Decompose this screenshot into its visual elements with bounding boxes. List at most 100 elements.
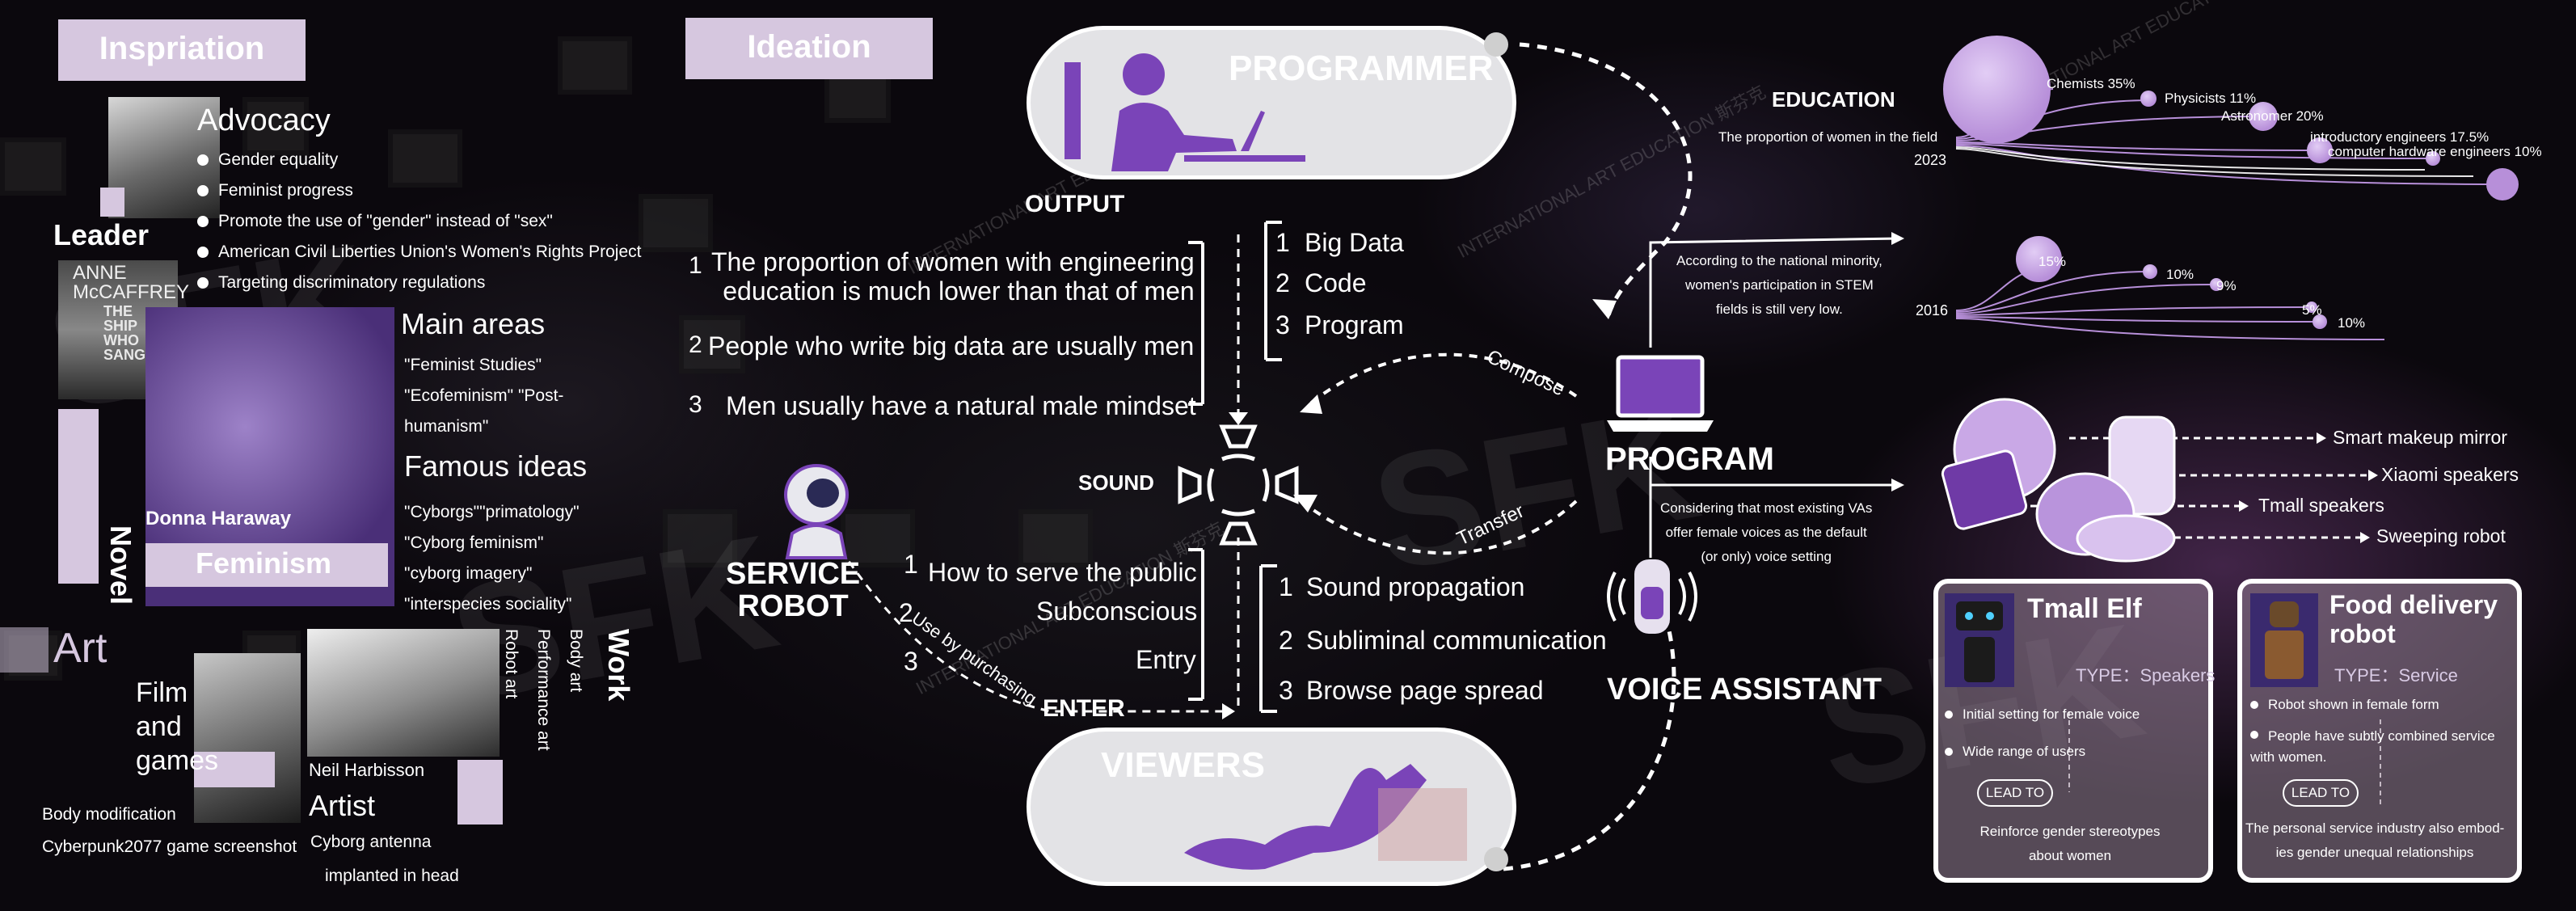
tmall-result: Reinforce gender stereotypes about women	[1979, 824, 2161, 863]
edu-label-2016: 10%	[2338, 315, 2366, 331]
education-bubble	[2143, 264, 2157, 279]
viewers-illustration	[1184, 764, 1467, 870]
enter-item: How to serve the public	[928, 558, 1197, 587]
advocacy-item: Targeting discriminatory regulations	[197, 273, 485, 293]
accent-block	[457, 760, 503, 825]
year-2016: 2016	[1916, 302, 1949, 318]
enter-num: 3	[904, 647, 918, 676]
output-item: The proportion of women with engineering…	[711, 247, 1195, 306]
enter-label: ENTER	[1043, 695, 1125, 722]
tmall-bullet-text: Wide range of users	[1963, 744, 2086, 759]
education-bubble	[2312, 314, 2327, 329]
food-robot-image	[2250, 593, 2318, 687]
sound-icon	[1178, 424, 1299, 546]
device-label: Smart makeup mirror	[2333, 427, 2507, 448]
edu-label-2016: 5%	[2302, 302, 2322, 318]
connector-dot	[1484, 847, 1508, 871]
body-mod-photo	[194, 653, 301, 823]
section-label-ideation: Ideation	[685, 18, 933, 79]
work-item: Robot art	[502, 629, 521, 699]
film-frame	[663, 509, 737, 567]
enter-right-item: Browse page spread	[1306, 676, 1544, 705]
neil-harbisson-photo	[307, 629, 500, 757]
edu-label-2016: 9%	[2216, 278, 2237, 293]
smart-devices-illustration	[1941, 398, 2176, 563]
programmer-illustration	[1065, 53, 1305, 171]
famous-ideas-title: Famous ideas	[404, 449, 588, 483]
output-right-item: Big Data	[1305, 228, 1404, 257]
edu-label-2016: 10%	[2166, 267, 2194, 282]
device-label: Sweeping robot	[2376, 525, 2506, 546]
viewers-pill	[1027, 728, 1516, 886]
film-frame	[558, 36, 632, 95]
feminism-label: Feminism	[196, 546, 332, 580]
work-item: Performance art	[534, 629, 553, 751]
education-bubble	[2307, 137, 2333, 163]
film-frame	[0, 137, 66, 196]
food-lead-to: LEAD TO	[2283, 779, 2359, 807]
education-bubble	[2306, 302, 2317, 313]
education-bubble	[2249, 102, 2278, 131]
neil-name: Neil Harbisson	[309, 760, 425, 780]
feminism-box	[145, 543, 388, 587]
famous-idea: "Cyborgs""primatology"	[404, 503, 580, 521]
food-result: The personal service industry also embod…	[2245, 820, 2505, 860]
edu-label-2016: 15%	[2038, 254, 2067, 269]
art-label: Art	[53, 625, 108, 672]
output-right-num: 1	[1275, 228, 1290, 257]
main-area: "Feminist Studies"	[404, 356, 542, 374]
main-areas-title: Main areas	[401, 307, 546, 340]
tmall-elf-icon	[1956, 601, 2003, 682]
connector-dot	[1484, 32, 1508, 57]
antenna-caption: implanted in head	[325, 867, 459, 885]
output-item: Men usually have a natural male mindset	[726, 391, 1196, 420]
famous-idea: "cyborg imagery"	[404, 564, 533, 583]
output-right-num: 3	[1275, 310, 1290, 340]
main-area: humanism"	[404, 417, 489, 436]
film-frame	[679, 315, 745, 373]
food-bullet: People have subtly combined service with…	[2250, 726, 2495, 768]
education-bubble	[2486, 168, 2519, 200]
edu-label-2023: computer hardware engineers 10%	[2328, 144, 2542, 159]
food-robot-type: TYPE：Service	[2334, 665, 2458, 685]
work-item: Body art	[567, 629, 585, 693]
food-bullet-text: People have subtly combined service with…	[2250, 728, 2495, 765]
enter-right-num: 2	[1279, 626, 1293, 655]
enter-right-num: 1	[1279, 572, 1293, 601]
education-bubble	[2015, 235, 2062, 282]
film-frame	[242, 97, 309, 155]
education-title: EDUCATION	[1772, 87, 1895, 112]
food-bullet: Robot shown in female form	[2250, 697, 2439, 713]
accent-block	[100, 188, 124, 217]
microphone-icon	[1607, 559, 1697, 634]
artist-label: Artist	[309, 789, 376, 822]
food-bullet-text: Robot shown in female form	[2268, 697, 2439, 712]
food-robot-icon	[2265, 601, 2304, 679]
work-label: Work	[602, 629, 635, 702]
sound-label: SOUND	[1078, 470, 1154, 495]
enter-item: Subconscious	[1036, 597, 1198, 626]
enter-right-item: Subliminal communication	[1306, 626, 1607, 655]
enter-right-num: 3	[1279, 676, 1293, 705]
va-note: Considering that most existing VAs offer…	[1660, 500, 1873, 564]
film-frame	[841, 509, 915, 567]
film-label: Film and games	[136, 677, 219, 776]
enter-num: 2	[899, 598, 913, 627]
device-label: Tmall speakers	[2258, 495, 2384, 516]
tmall-bullet-text: Initial setting for female voice	[1963, 706, 2140, 722]
enter-right-item: Sound propagation	[1306, 572, 1525, 601]
cyberpunk-caption: Cyberpunk2077 game screenshot	[42, 837, 297, 856]
accent-block	[194, 752, 275, 787]
output-right-item: Program	[1305, 310, 1404, 340]
year-2023: 2023	[1914, 152, 1947, 168]
book-title: THE SHIP WHO SANG	[103, 303, 146, 363]
accent-block	[0, 627, 48, 673]
tmall-bullet: Wide range of users	[1945, 744, 2085, 760]
advocacy-item: American Civil Liberties Union's Women's…	[197, 243, 641, 262]
tmall-elf-image	[1945, 593, 2014, 687]
antenna-caption: Cyborg antenna	[310, 833, 432, 851]
famous-idea: "interspecies sociality"	[404, 595, 572, 614]
viewers-label: VIEWERS	[1101, 745, 1265, 785]
tmall-lead-to: LEAD TO	[1977, 779, 2053, 807]
education-bubble	[1942, 35, 2051, 143]
